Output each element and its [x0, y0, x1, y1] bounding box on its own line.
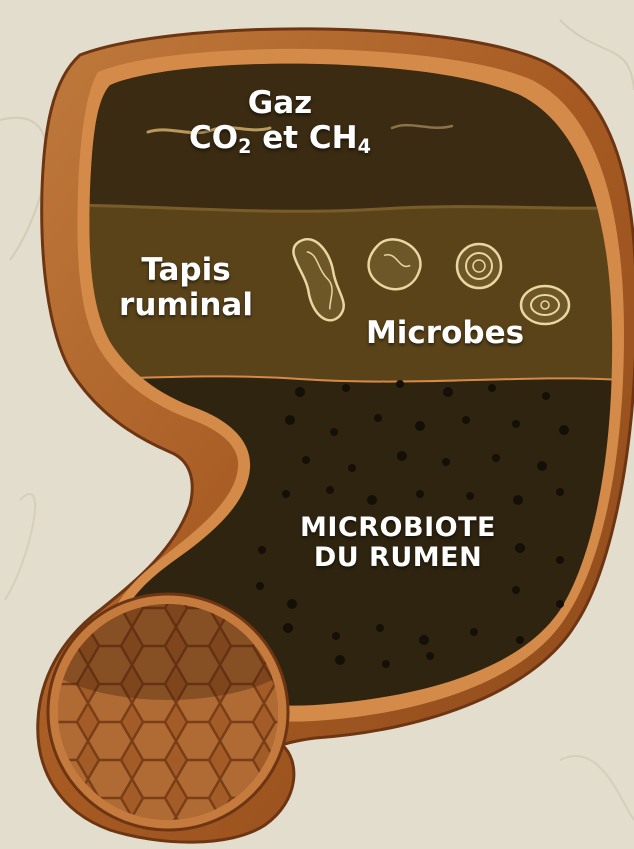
particle — [332, 632, 340, 640]
co2-subscript: 2 — [238, 135, 251, 158]
microbiota-label-line1: MICROBIOTE — [268, 513, 528, 543]
particle — [470, 628, 478, 636]
particle — [556, 600, 564, 608]
ch4-symbol: et CH — [251, 120, 357, 156]
particle — [426, 652, 434, 660]
particle — [556, 556, 564, 564]
particle — [512, 586, 520, 594]
particle — [492, 454, 500, 462]
particle — [326, 486, 334, 494]
particle — [488, 384, 496, 392]
particle — [415, 421, 425, 431]
microbiota-label-line2: DU RUMEN — [268, 543, 528, 573]
gas-title: Gaz — [180, 86, 380, 121]
particle — [462, 416, 470, 424]
particle — [513, 495, 523, 505]
particle — [443, 387, 453, 397]
particle — [342, 384, 350, 392]
co2-symbol: CO — [189, 120, 238, 156]
mat-label: Tapis ruminal — [96, 253, 276, 322]
particle — [285, 415, 295, 425]
particle — [376, 624, 384, 632]
particle — [302, 456, 310, 464]
particle — [397, 451, 407, 461]
particle — [374, 414, 382, 422]
particle — [282, 490, 290, 498]
particle — [348, 464, 356, 472]
particle — [382, 660, 390, 668]
particle — [335, 655, 345, 665]
particle — [542, 392, 550, 400]
microbes-label: Microbes — [350, 316, 540, 351]
microbe-cell-icon — [457, 244, 501, 288]
microbiota-label: MICROBIOTE DU RUMEN — [268, 513, 528, 573]
ch4-subscript: 4 — [358, 135, 371, 158]
particle — [256, 582, 264, 590]
particle — [283, 623, 293, 633]
particle — [258, 546, 266, 554]
particle — [556, 488, 564, 496]
particle — [442, 458, 450, 466]
particle — [419, 635, 429, 645]
gas-formula: CO2 et CH4 — [180, 121, 380, 156]
particle — [516, 636, 524, 644]
particle — [559, 425, 569, 435]
particle — [537, 461, 547, 471]
particle — [330, 428, 338, 436]
particle — [416, 490, 424, 498]
particle — [295, 387, 305, 397]
particle — [287, 599, 297, 609]
gas-label: Gaz CO2 et CH4 — [180, 86, 380, 155]
mat-label-line2: ruminal — [96, 288, 276, 323]
particle — [512, 420, 520, 428]
particle — [396, 380, 404, 388]
particle — [367, 495, 377, 505]
particle — [466, 492, 474, 500]
mat-label-line1: Tapis — [96, 253, 276, 288]
